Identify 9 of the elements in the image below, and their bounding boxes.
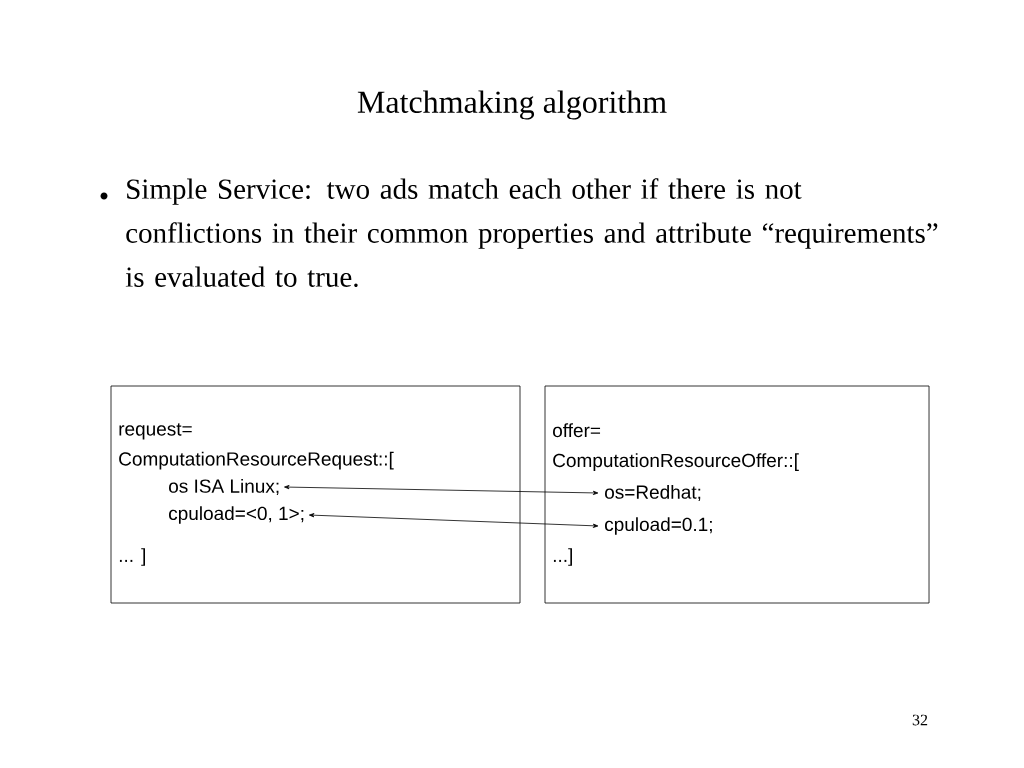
code-line: cpuload=<0, 1>; xyxy=(169,506,304,524)
double-arrow xyxy=(308,513,599,528)
code-line: cpuload=0.1; xyxy=(605,517,712,535)
double-arrow xyxy=(284,485,599,495)
slide-title: Matchmaking algorithm xyxy=(357,90,667,120)
page-number: 32 xyxy=(912,714,928,726)
code-line: os ISA Linux; xyxy=(169,478,279,496)
code-line: os=Redhat; xyxy=(605,484,701,502)
bullet-text: Simple Service: two ads match each other if there is not conflictions in their common properties and attribute “requirements” is evaluated to true. xyxy=(125,178,938,288)
